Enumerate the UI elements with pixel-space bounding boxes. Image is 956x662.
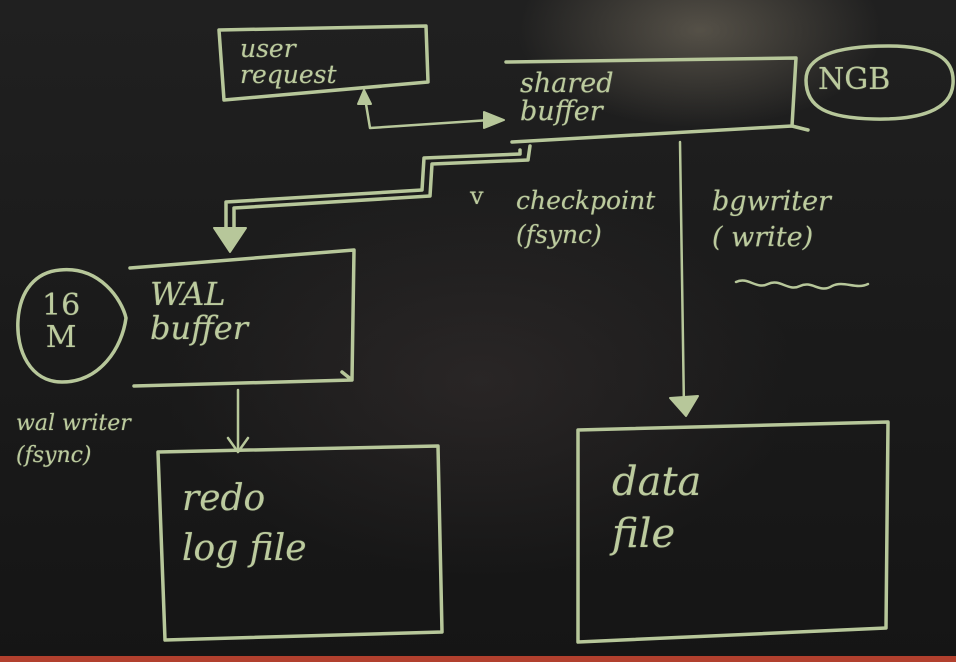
board-edge-strip xyxy=(0,656,956,662)
user-shared-edge xyxy=(362,90,492,130)
redo-log-file-label: redo log file xyxy=(182,478,307,570)
user-request-label: user request xyxy=(240,34,337,90)
bgwriter-annotation: bgwriter ( write) xyxy=(712,186,831,254)
shared-buffer-box xyxy=(504,56,810,144)
shared-data-arrowhead xyxy=(669,395,699,417)
wal-buffer-size-badge xyxy=(16,268,128,384)
user-shared-arrowhead-up xyxy=(357,89,372,105)
checkpoint-annotation: checkpoint (fsync) xyxy=(516,186,656,249)
wal-buffer-size-text: 16 M xyxy=(42,288,81,355)
wal-buffer-label: WAL buffer xyxy=(150,275,248,347)
shared-buffer-label: shared buffer xyxy=(520,68,614,128)
user-request-box xyxy=(217,24,430,102)
shared-wal-edge xyxy=(224,144,532,234)
shared-buffer-size-text: NGB xyxy=(818,62,891,97)
wal-writer-annotation: wal writer (fsync) xyxy=(16,411,131,468)
redo-log-file-box xyxy=(156,444,444,642)
shared-buffer-size-badge xyxy=(804,44,955,121)
wal-redo-arrowhead xyxy=(226,436,250,454)
data-file-label: data file xyxy=(612,459,702,557)
shared-data-edge xyxy=(678,140,686,412)
checkpoint-tick-mark: v xyxy=(470,182,484,210)
shared-wal-arrowhead xyxy=(213,227,247,253)
bgwriter-underline xyxy=(734,279,870,290)
wal-buffer-box xyxy=(128,248,356,388)
data-file-box xyxy=(576,420,890,644)
user-shared-arrowhead-right xyxy=(483,111,505,129)
